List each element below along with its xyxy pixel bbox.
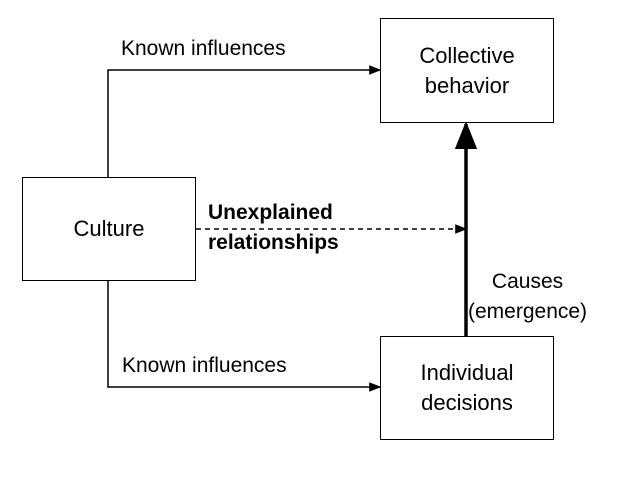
individual-decisions-line1: Individual bbox=[420, 360, 514, 385]
unexplained-line1: Unexplained bbox=[208, 201, 333, 224]
causes-line1: Causes bbox=[491, 270, 564, 293]
known-influences-top-label: Known influences bbox=[121, 37, 286, 60]
culture-to-individual-arrow bbox=[107, 281, 382, 392]
individual-decisions-box: Individual decisions bbox=[380, 336, 554, 440]
collective-behavior-line1: Collective bbox=[419, 42, 515, 68]
causes-line2: (emergence) bbox=[468, 300, 588, 323]
causes-emergence-label: Causes (emergence) bbox=[468, 267, 587, 327]
culture-to-collective-arrow bbox=[107, 65, 382, 177]
individual-decisions-line2: decisions bbox=[421, 390, 513, 415]
unexplained-relationships-label: Unexplained relationships bbox=[208, 198, 339, 258]
culture-label: Culture bbox=[73, 216, 145, 241]
culture-box: Culture bbox=[22, 177, 196, 281]
collective-behavior-line2: behavior bbox=[424, 72, 510, 98]
collective-behavior-box: Collective behavior bbox=[380, 18, 554, 123]
known-influences-bottom-label: Known influences bbox=[122, 354, 287, 377]
unexplained-line2: relationships bbox=[208, 231, 339, 254]
